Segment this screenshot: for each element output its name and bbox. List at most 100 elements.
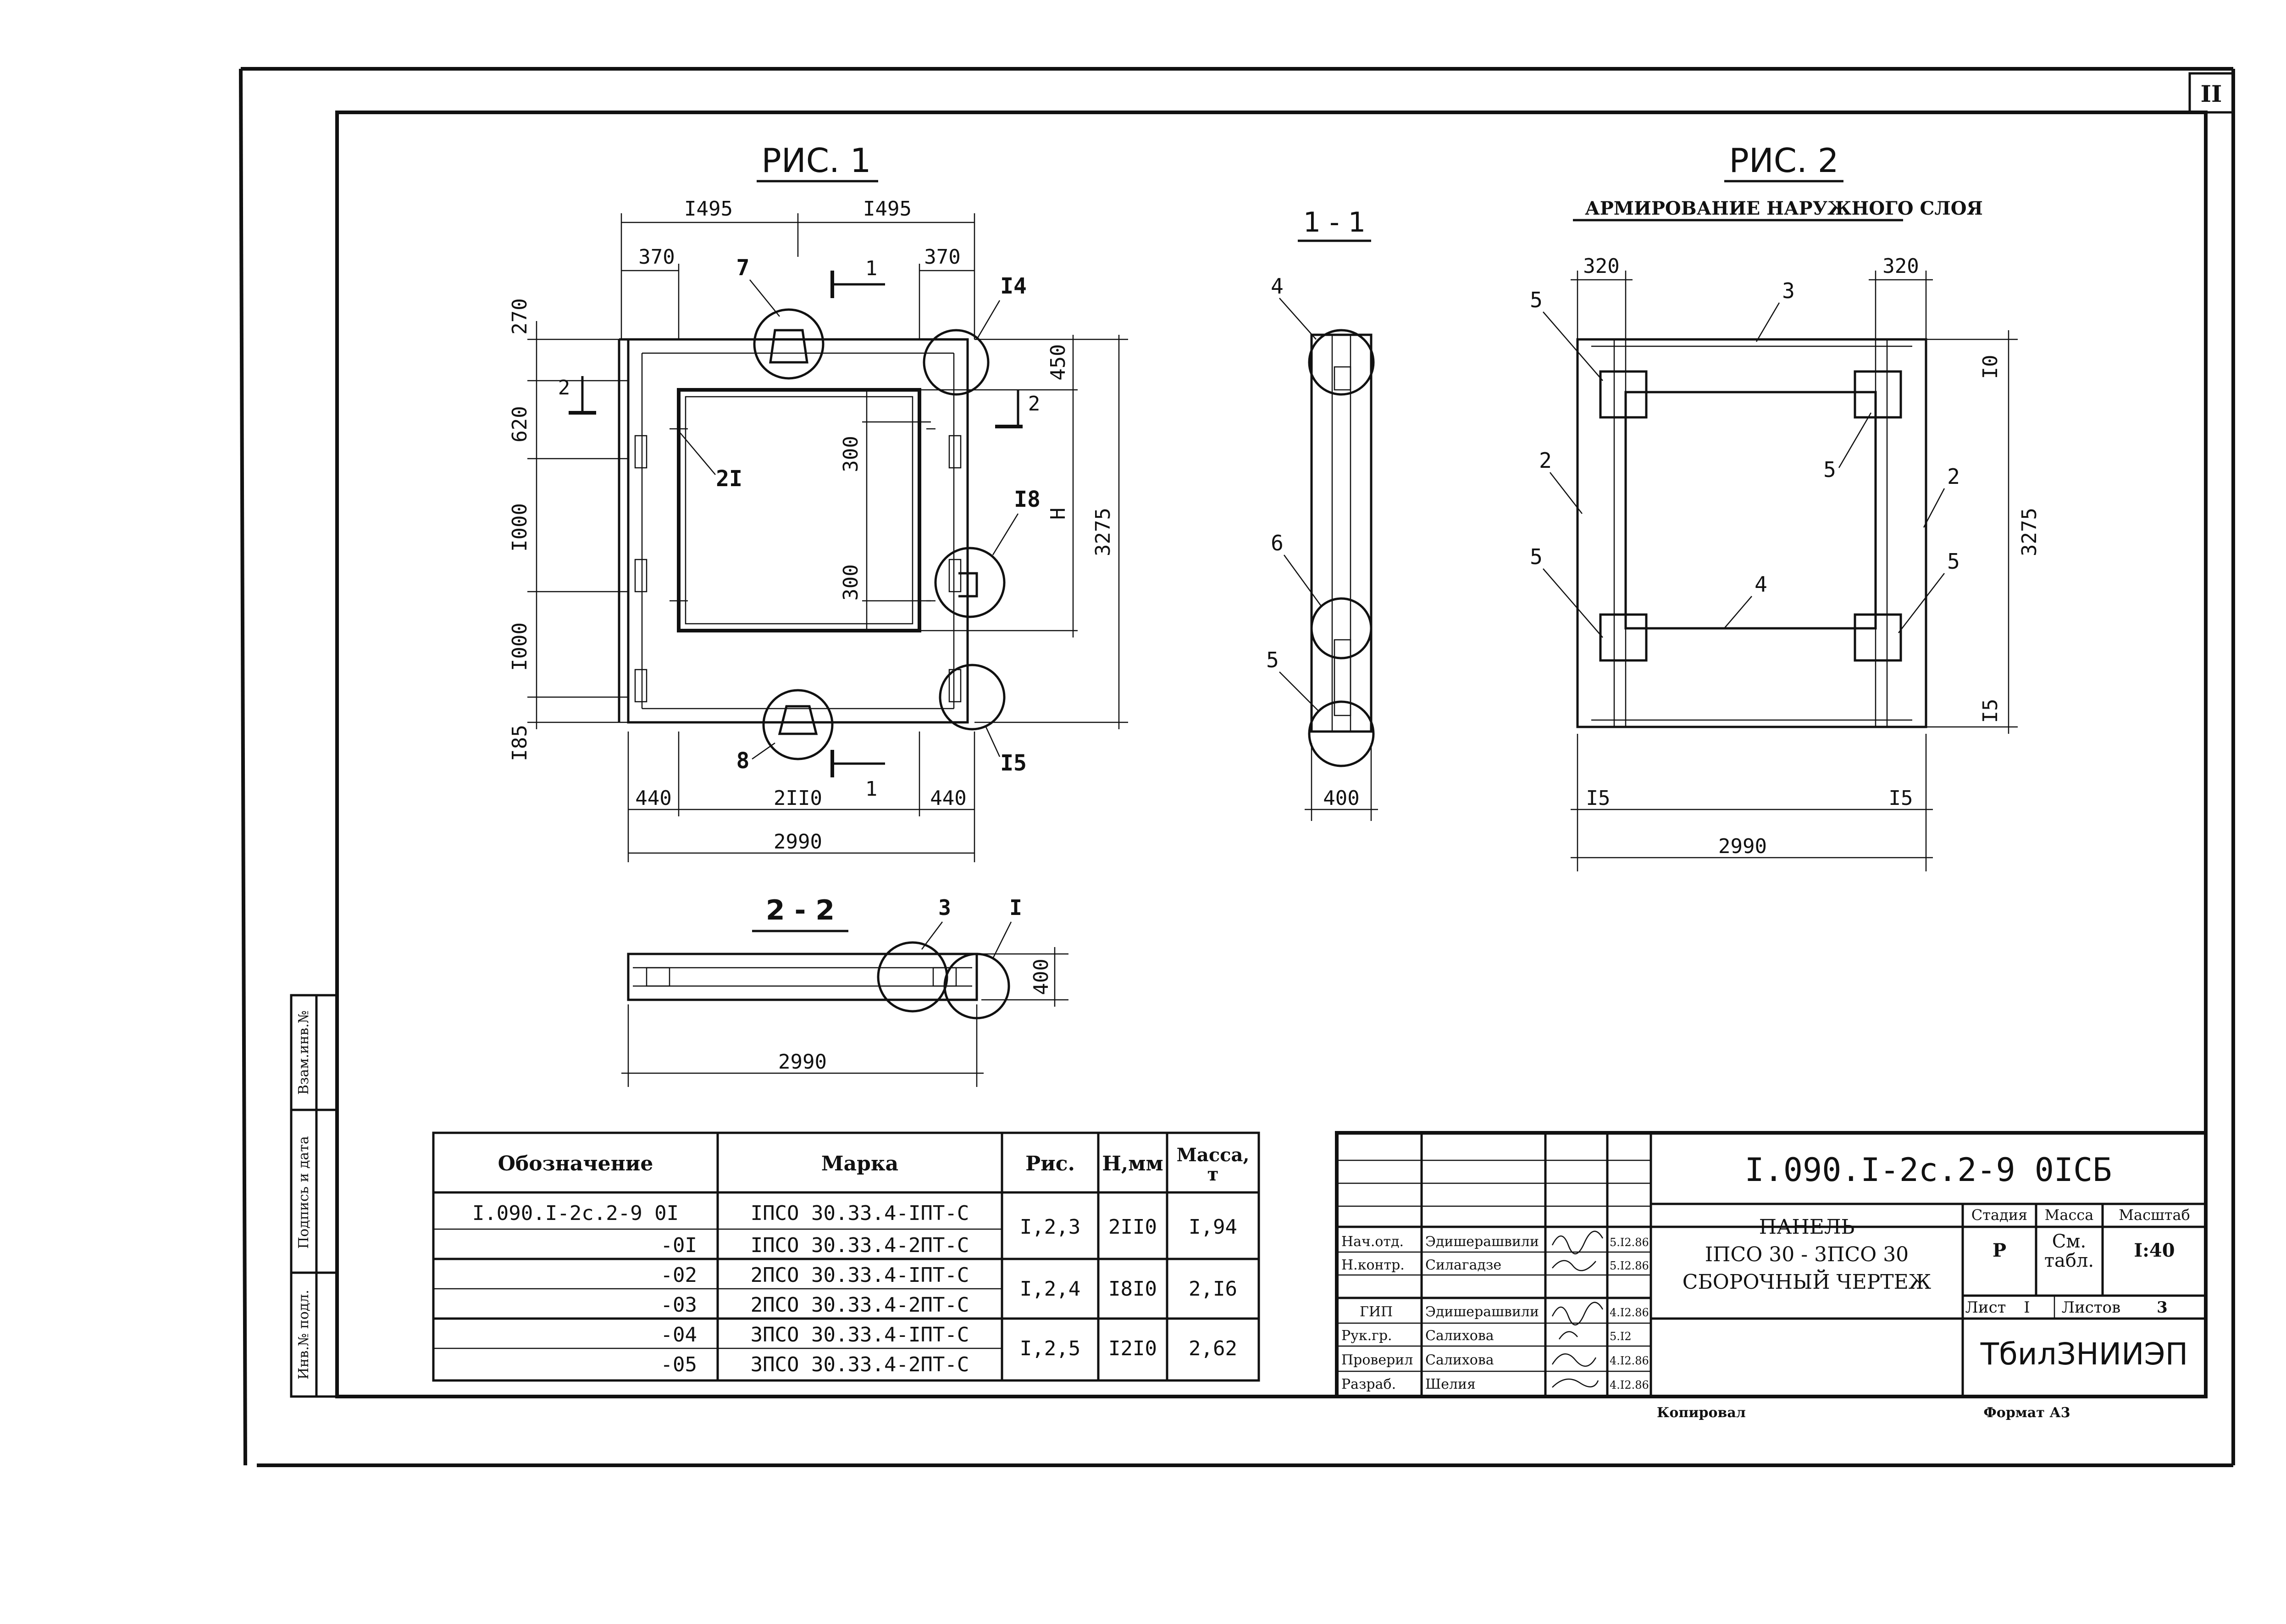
fig1-dim-370-right: 370 [924,245,960,269]
title-block-sheet: I [2024,1298,2030,1317]
signature-1 [1552,1260,1596,1271]
fig1-panel-elevation: РИС. 1 I495 I495 370 3 [508,141,1128,862]
fig1-dim-H: H [1046,508,1070,520]
fig1-dim-3275: 3275 [1091,508,1115,556]
title-block-sheet-label: Лист [1965,1298,2006,1317]
title-block-name-line-2: IПСО 30 - 3ПСО 30 [1705,1243,1909,1266]
spec-table: Обозначение Марка Рис. Н,мм Масса,т I.09… [432,1131,1260,1382]
title-block-code: I.090.I-2c.2-9 0ICБ [1745,1151,2112,1189]
title-block-stage-label: Стадия [1971,1206,2027,1224]
spec-group-1-fig: I,2,4 [1020,1277,1080,1301]
sec11-label-4: 4 [1271,274,1284,299]
fig1-dim-370-left: 370 [638,245,675,269]
sec11-label-6: 6 [1271,531,1284,555]
fig1-dim-300b: 300 [839,564,863,600]
fig2-dim-15-right: I5 [1889,787,1913,810]
spec-row-1-designation: -0I [661,1234,697,1257]
spec-header-fig: Рис. [1025,1152,1075,1175]
fig1-dim-2110: 2II0 [774,787,822,810]
spec-header-mark: Марка [821,1152,898,1175]
fig1-dim-185: I85 [508,725,531,761]
title-block-name-line-3: СБОРОЧНЫЙ ЧЕРТЕЖ [1683,1269,1931,1294]
signature-3 [1558,1331,1578,1340]
spec-row-4-designation: -04 [661,1323,697,1347]
fig1-section-1-top: 1 [865,257,878,280]
sec22-label-1: I [1009,895,1022,920]
fig1-section-2-left: 2 [558,376,570,399]
fig1-callout-7: 7 [736,255,750,281]
fig1-dim-top-left: I495 [684,197,733,221]
title-block-stage: Р [1993,1240,2006,1261]
sec11-dim-400: 400 [1323,787,1359,810]
fig2-label-5c: 5 [1530,544,1543,569]
title-block-name-line-1: ПАНЕЛЬ [1759,1215,1855,1239]
sec11-label-5: 5 [1266,648,1279,672]
fig2-label-4: 4 [1755,572,1767,597]
fig2-reinforcement: РИС. 2 АРМИРОВАНИЕ НАРУЖНОГО СЛОЯ 320 32… [1530,141,2041,871]
person-3-role: Рук.гр. [1341,1328,1392,1344]
fig1-dim-top-right: I495 [863,197,912,221]
footer-copied: Копировал [1657,1405,1746,1421]
person-2-date: 4.I2.86 [1610,1306,1649,1319]
person-1-name: Силагадзе [1425,1257,1501,1273]
side-stamp-inv-original: Инв.№ подл. [296,1290,312,1380]
spec-row-5-mark: 3ПСО 30.33.4-2ПТ-С [751,1353,969,1376]
spec-row-0-mark: IПСО 30.33.4-IПТ-С [751,1202,969,1225]
sheet-frame: II [239,67,2235,1467]
fig2-subtitle: АРМИРОВАНИЕ НАРУЖНОГО СЛОЯ [1585,198,1983,219]
spec-group-0-h: 2II0 [1108,1215,1157,1239]
side-stamp-replace-inv: Взам.инв.№ [296,1010,312,1095]
fig2-dim-2990: 2990 [1718,835,1767,858]
fig1-callout-8: 8 [736,748,750,774]
person-1-role: Н.контр. [1341,1257,1405,1273]
spec-group-0-fig: I,2,3 [1020,1215,1080,1239]
title-block-mass-label: Масса [2045,1206,2094,1224]
sec22-dim-400: 400 [1030,959,1053,995]
fig1-dim-440-right: 440 [930,787,966,810]
person-5-name: Шелия [1425,1376,1476,1392]
sec22-dim-2990: 2990 [778,1050,827,1074]
spec-row-3-designation: -03 [661,1293,697,1317]
fig1-dim-2990: 2990 [774,830,822,854]
title-block-sheets-label: Листов [2062,1298,2121,1317]
fig1-callout-18: I8 [1014,487,1041,512]
fig1-dim-270: 270 [508,298,531,334]
title-block-scale: I:40 [2134,1240,2175,1261]
spec-group-1-h: I8I0 [1108,1277,1157,1301]
spec-row-3-mark: 2ПСО 30.33.4-2ПТ-С [751,1293,969,1317]
sec22-label-3: 3 [938,895,951,920]
spec-header-h: Н,мм [1102,1152,1163,1175]
person-0-name: Эдишерашвили [1425,1234,1539,1250]
person-4-role: Проверил [1341,1352,1413,1368]
spec-row-2-designation: -02 [661,1264,697,1287]
spec-header-mass: Масса,т [1177,1144,1250,1185]
person-3-date: 5.I2 [1610,1330,1632,1343]
signature-2 [1551,1302,1604,1326]
title-block-org: ТбилЗНИИЭП [1980,1336,2188,1372]
fig1-dim-1000b: I000 [508,622,531,671]
fig1-dim-1000a: I000 [508,503,531,552]
person-4-name: Салихова [1425,1352,1494,1368]
person-5-role: Разраб. [1341,1376,1396,1392]
section-1-1: 1 - 1 4 6 5 400 [1266,206,1378,821]
section-2-2: 2 - 2 3 I 400 2990 [621,894,1068,1087]
fig2-dim-15-vertical: I5 [1979,699,2002,723]
spec-group-2-fig: I,2,5 [1020,1337,1080,1360]
fig1-dim-440-left: 440 [635,787,671,810]
fig1-callout-14: I4 [1000,273,1027,299]
fig1-section-2-right: 2 [1028,392,1041,416]
fig1-callout-21: 2I [716,466,742,492]
side-stamp-signature-date: Подпись и дата [296,1136,312,1249]
spec-group-2-h: I2I0 [1108,1337,1157,1360]
fig1-dim-620: 620 [508,406,531,442]
fig2-label-2b: 2 [1947,464,1960,489]
fig1-callout-15: I5 [1000,750,1027,776]
title-block-scale-label: Масштаб [2119,1206,2190,1224]
spec-row-1-mark: IПСО 30.33.4-2ПТ-С [751,1234,969,1257]
signature-4 [1551,1353,1597,1367]
fig1-dim-450: 450 [1046,344,1070,380]
spec-row-4-mark: 3ПСО 30.33.4-IПТ-С [751,1323,969,1347]
side-stamp: Взам.инв.№ Подпись и дата Инв.№ подл. [290,994,338,1398]
